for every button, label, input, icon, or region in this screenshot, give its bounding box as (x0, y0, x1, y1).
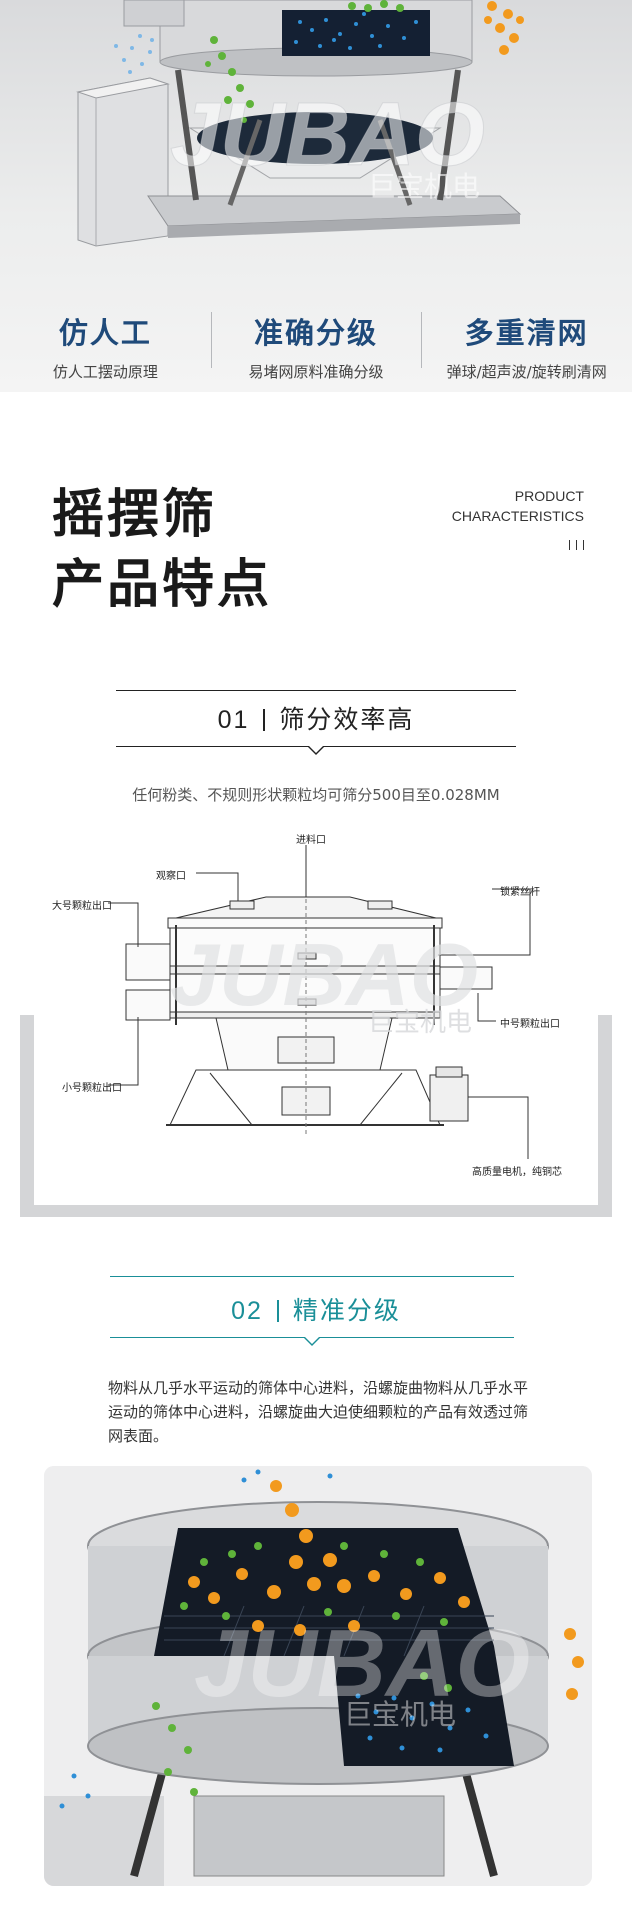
feature-subtitle: 易堵网原料准确分级 (248, 363, 384, 381)
sieve-cutaway-photo: JUBAO 巨宝机电 (44, 1466, 592, 1886)
label-motor: 高质量电机，纯铜芯 (472, 1167, 562, 1178)
hero-watermark-cn: 巨宝机电 (368, 170, 480, 203)
section01-description: 任何粉类、不规则形状颗粒均可筛分500目至0.028MM (132, 786, 500, 804)
label-feed-inlet: 进料口 (296, 835, 326, 846)
page-title-line2: 产品特点 (52, 555, 273, 615)
feature-title: 仿人工 (58, 316, 152, 350)
section02-title: 精准分级 (292, 1296, 401, 1325)
diagram-watermark-brand: JUBAO (170, 925, 478, 1024)
section02-heading: 02 精准分级 (0, 1291, 632, 1327)
feature-item: 多重清网 弹球/超声波/旋转刷清网 (421, 300, 632, 392)
label-medium-outlet: 中号颗粒出口 (500, 1019, 560, 1030)
feature-subtitle: 仿人工摆动原理 (52, 363, 158, 381)
section02-number: 02 (231, 1297, 263, 1325)
feature-subtitle: 弹球/超声波/旋转刷清网 (446, 363, 607, 381)
english-caption-line2: CHARACTERISTICS (451, 508, 584, 524)
english-caption-line1: PRODUCT (514, 488, 584, 504)
label-small-outlet: 小号颗粒出口 (62, 1083, 122, 1094)
label-observation-port: 观察口 (156, 871, 186, 882)
feature-title: 准确分级 (254, 316, 379, 350)
page-title-line1: 摇摆筛 (52, 485, 218, 545)
label-tightening-rod: 锁紧丝杆 (500, 887, 540, 898)
section02-top-line (110, 1276, 514, 1277)
label-large-outlet: 大号颗粒出口 (52, 901, 112, 912)
photo-watermark-brand: JUBAO (194, 1610, 530, 1717)
hero-banner: JUBAO 巨宝机电 仿人工 仿人工摆动原理 准确分级 易堵网原料准确分级 多重… (0, 0, 632, 392)
photo-watermark-cn: 巨宝机电 (344, 1698, 456, 1731)
caption-tick-marks (569, 540, 584, 550)
diagram-watermark-cn: 巨宝机电 (368, 1008, 472, 1038)
hero-machine-illustration: JUBAO 巨宝机电 (76, 0, 524, 247)
english-caption: PRODUCT CHARACTERISTICS (452, 486, 584, 526)
feature-row: 仿人工 仿人工摆动原理 准确分级 易堵网原料准确分级 多重清网 弹球/超声波/旋… (0, 300, 632, 392)
feature-item: 准确分级 易堵网原料准确分级 (210, 300, 422, 392)
section01-title: 筛分效率高 (279, 705, 415, 734)
sieve-cutaway-illustration: JUBAO 巨宝机电 (44, 1466, 592, 1886)
sieve-structure-diagram: JUBAO 巨宝机电 进料口 观察口 大号颗粒出口 锁紧丝杆 中号颗粒出口 小号… (20, 825, 612, 1217)
page-title: 摇摆筛 产品特点 (52, 480, 272, 620)
section01-heading: 01 筛分效率高 (0, 700, 632, 736)
section01-top-line (116, 690, 516, 691)
hero-watermark-brand: JUBAO (170, 85, 485, 185)
section02-description: 物料从几乎水平运动的筛体中心进料，沿螺旋曲物料从几乎水平运动的筛体中心进料，沿螺… (108, 1379, 529, 1445)
feature-item: 仿人工 仿人工摆动原理 (0, 300, 211, 392)
section01-number: 01 (217, 706, 250, 734)
sieve-diagram-drawing: JUBAO 巨宝机电 (20, 845, 612, 1217)
feature-title: 多重清网 (464, 316, 589, 350)
